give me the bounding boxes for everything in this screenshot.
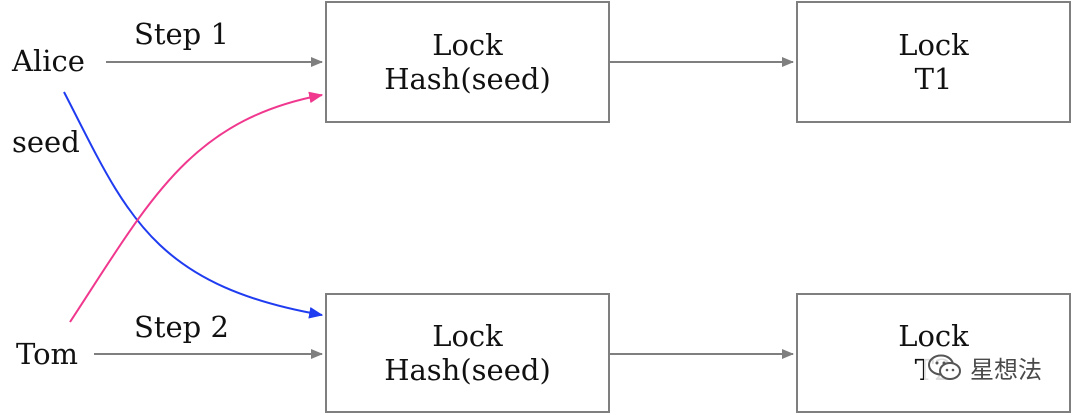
bottom-left-lock-box: Lock Hash(seed) [325,293,610,413]
watermark: 星想法 [924,348,1046,387]
wechat-icon [928,354,961,380]
box-line2: T1 [914,62,953,96]
tom-hash-curve [69,91,324,323]
alice-seed-curve [63,91,324,319]
box-line2: Hash(seed) [384,62,551,96]
tom-label: Tom [16,337,79,371]
box-line1: Lock [898,28,969,62]
box-line1: Lock [432,319,503,353]
top-right-lock-box: Lock T1 [796,1,1071,123]
box-line1: Lock [898,319,969,353]
seed-label: seed [12,125,80,159]
alice-label: Alice [12,44,85,78]
watermark-text: 星想法 [970,356,1042,384]
box-line2: Hash(seed) [384,353,551,387]
top-left-lock-box: Lock Hash(seed) [325,1,610,123]
box-line1: Lock [432,28,503,62]
step1-label: Step 1 [134,17,229,51]
step2-label: Step 2 [134,310,229,344]
